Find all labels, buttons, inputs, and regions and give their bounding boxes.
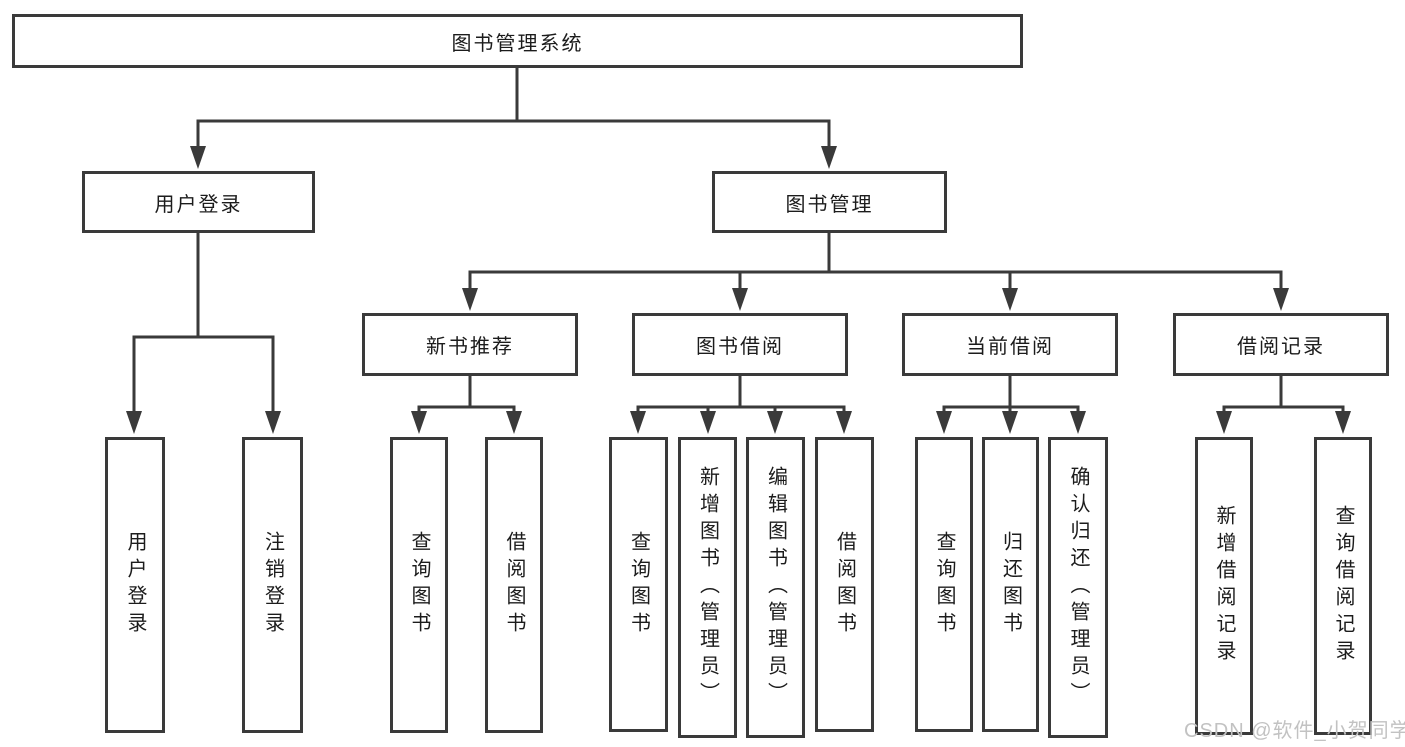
leaf-logout: 注销登录 — [242, 437, 303, 733]
leaf-add-book-admin-label: 新增图书（管理员） — [696, 466, 719, 709]
leaf-logout-label: 注销登录 — [261, 531, 284, 639]
leaf-confirm-return-admin: 确认归还（管理员） — [1048, 437, 1108, 738]
node-borrowing-records: 借阅记录 — [1173, 313, 1389, 376]
arrowheads — [126, 146, 1351, 434]
leaf-add-borrow-record: 新增借阅记录 — [1195, 437, 1253, 735]
node-library-system-label: 图书管理系统 — [451, 32, 584, 55]
leaf-borrow-books-recommend: 借阅图书 — [485, 437, 543, 733]
leaf-edit-book-admin: 编辑图书（管理员） — [746, 437, 805, 738]
leaf-query-books-recommend: 查询图书 — [390, 437, 448, 733]
leaf-return-books: 归还图书 — [982, 437, 1039, 732]
node-book-management-label: 图书管理 — [785, 193, 874, 216]
leaf-user-login-label: 用户登录 — [124, 531, 146, 639]
leaf-borrow-books: 借阅图书 — [815, 437, 874, 732]
node-user-login: 用户登录 — [82, 171, 315, 233]
leaf-query-books-recommend-label: 查询图书 — [408, 531, 430, 639]
leaf-user-login: 用户登录 — [105, 437, 165, 733]
node-current-borrowing: 当前借阅 — [902, 313, 1118, 376]
leaf-borrow-books-label: 借阅图书 — [833, 530, 856, 639]
node-library-system: 图书管理系统 — [12, 14, 1023, 68]
leaf-query-books-current-label: 查询图书 — [933, 530, 955, 639]
leaf-query-books-borrow: 查询图书 — [609, 437, 668, 732]
leaf-add-book-admin: 新增图书（管理员） — [678, 437, 737, 738]
node-book-borrowing-label: 图书借阅 — [696, 336, 784, 358]
leaf-borrow-books-recommend-label: 借阅图书 — [503, 531, 525, 639]
leaf-return-books-label: 归还图书 — [999, 530, 1022, 639]
node-new-book-recommend-label: 新书推荐 — [426, 336, 514, 358]
leaf-query-borrow-record-label: 查询借阅记录 — [1332, 505, 1354, 667]
leaf-confirm-return-admin-label: 确认归还（管理员） — [1067, 466, 1089, 709]
leaf-query-borrow-record: 查询借阅记录 — [1314, 437, 1372, 735]
csdn-watermark: CSDN @软件_小贺同学 — [1184, 720, 1405, 742]
node-book-management: 图书管理 — [712, 171, 947, 233]
leaf-query-books-current: 查询图书 — [915, 437, 973, 732]
node-user-login-label: 用户登录 — [154, 193, 243, 216]
leaf-edit-book-admin-label: 编辑图书（管理员） — [764, 466, 787, 709]
leaf-add-borrow-record-label: 新增借阅记录 — [1213, 505, 1235, 667]
node-current-borrowing-label: 当前借阅 — [966, 336, 1054, 358]
node-book-borrowing: 图书借阅 — [632, 313, 848, 376]
node-new-book-recommend: 新书推荐 — [362, 313, 578, 376]
node-borrowing-records-label: 借阅记录 — [1237, 336, 1325, 358]
leaf-query-books-borrow-label: 查询图书 — [627, 530, 650, 639]
